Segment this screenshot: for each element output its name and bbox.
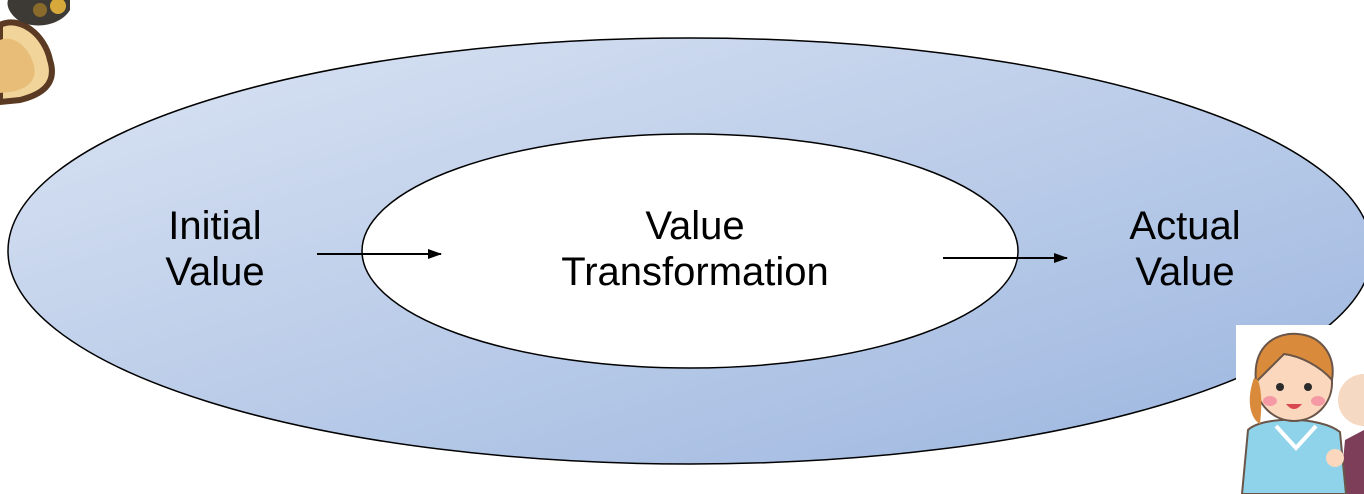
clipart-top-left xyxy=(0,0,70,106)
node-initial-line1: Initial xyxy=(168,204,262,248)
node-initial-line2: Value xyxy=(165,250,265,294)
node-actual-line1: Actual xyxy=(1129,204,1241,248)
node-initial-value: Initial Value xyxy=(140,203,290,295)
node-transformation-line2: Transformation xyxy=(561,250,829,294)
clipart-nurse-patient xyxy=(1236,325,1364,494)
node-value-transformation: Value Transformation xyxy=(500,203,890,295)
node-actual-value: Actual Value xyxy=(1100,203,1270,295)
node-actual-line2: Value xyxy=(1135,250,1235,294)
node-transformation-line1: Value xyxy=(645,204,745,248)
inner-ellipse xyxy=(361,133,1019,369)
